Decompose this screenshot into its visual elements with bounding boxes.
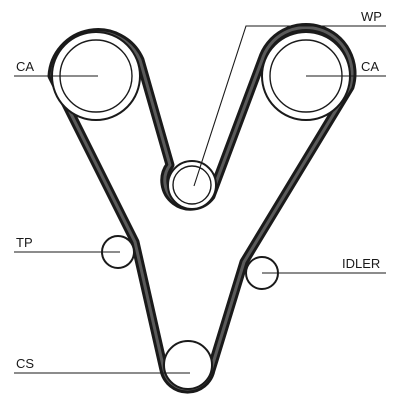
crankshaft-pulley — [163, 340, 213, 390]
label-idler: IDLER — [342, 256, 380, 271]
leader-wp — [193, 25, 386, 187]
label-ca-left: CA — [16, 59, 34, 74]
label-ca-right: CA — [361, 59, 379, 74]
label-tp: TP — [16, 235, 33, 250]
label-cs: CS — [16, 356, 34, 371]
water-pump-pulley — [167, 160, 217, 210]
label-wp: WP — [361, 9, 382, 24]
